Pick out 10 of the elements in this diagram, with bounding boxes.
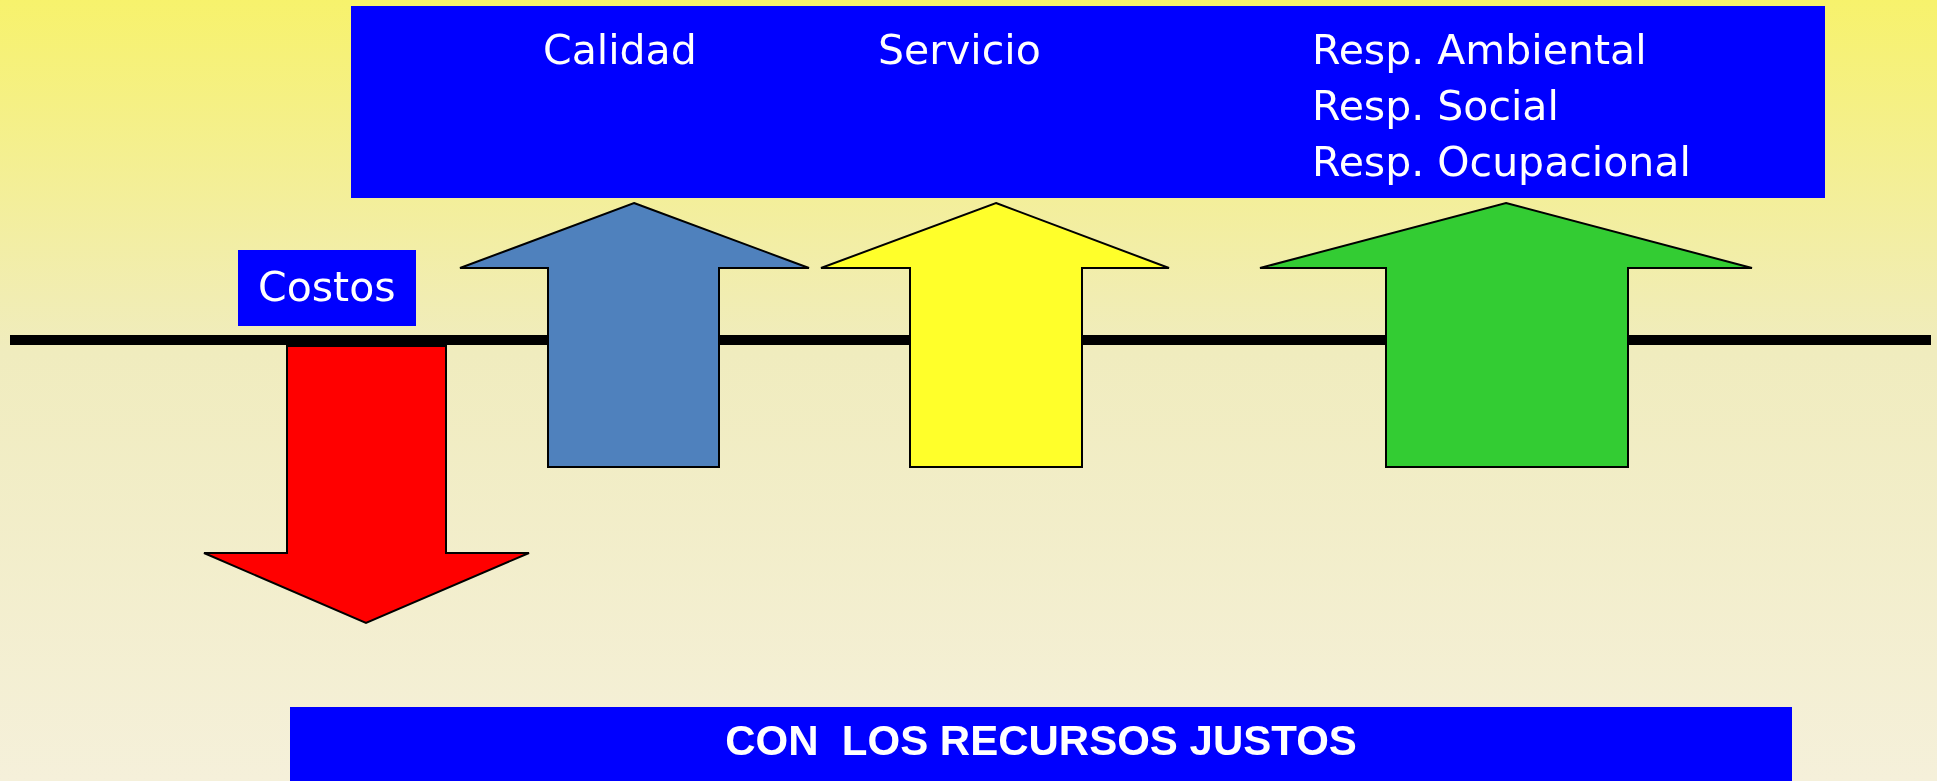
label-box <box>238 250 416 326</box>
heading-text: Resp. Ocupacional <box>1312 137 1691 188</box>
label-text: Costos <box>258 262 396 313</box>
footer-banner <box>290 707 1792 781</box>
heading-text: Servicio <box>878 25 1041 76</box>
heading-text: Calidad <box>543 25 697 76</box>
heading-text: Resp. Ambiental <box>1312 25 1647 76</box>
heading-text: Resp. Social <box>1312 81 1559 132</box>
footer-text: CON LOS RECURSOS JUSTOS <box>724 716 1358 766</box>
title-banner <box>351 6 1825 198</box>
